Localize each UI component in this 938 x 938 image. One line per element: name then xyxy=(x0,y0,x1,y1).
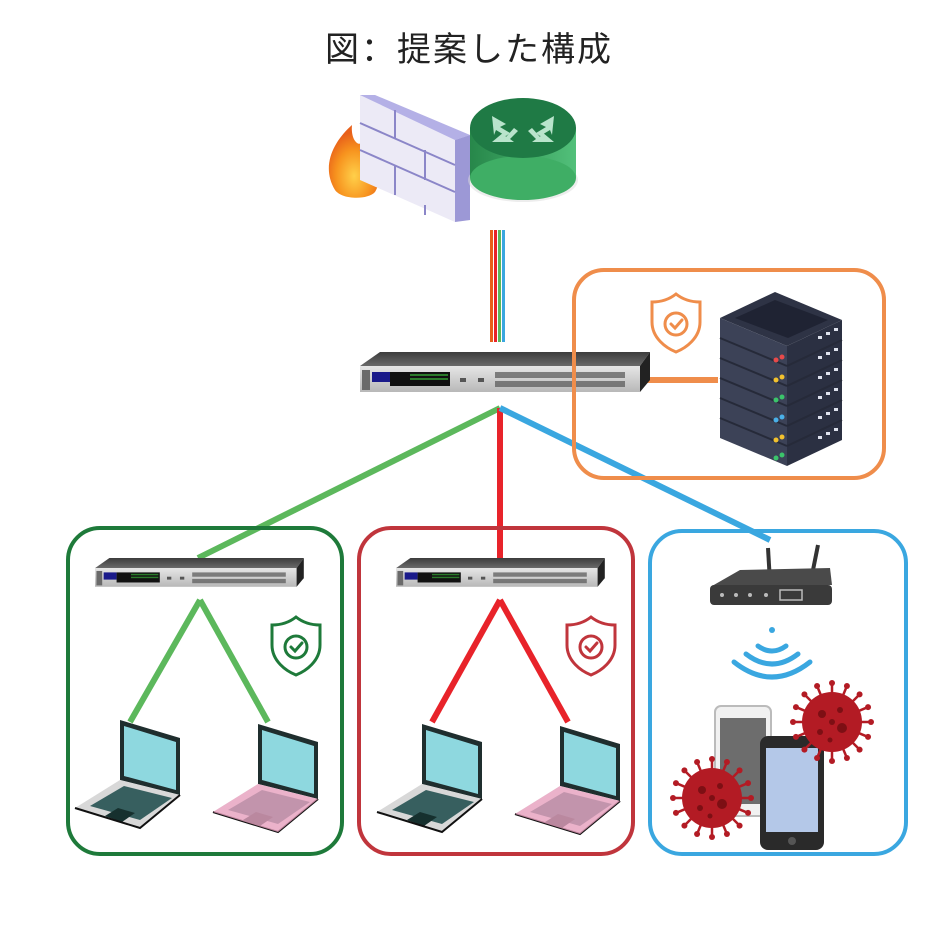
shield-check-icon xyxy=(270,615,322,677)
red-segment-frame xyxy=(357,526,635,856)
virus-spike-tip xyxy=(856,691,863,698)
virus-spike-tip xyxy=(856,746,863,753)
virus-spike-tip xyxy=(790,719,796,725)
red-switch-icon xyxy=(396,558,605,587)
laptop-gray-icon xyxy=(74,719,181,829)
green-segment xyxy=(66,526,344,856)
wireless-router-icon xyxy=(710,544,832,605)
virus-spike-tip xyxy=(745,809,752,816)
virus-spike-tip xyxy=(736,767,743,774)
virus-spike-tip xyxy=(672,780,679,787)
virus-spike-tip xyxy=(792,733,799,740)
firewall-icon xyxy=(328,95,470,222)
virus-spike-tip xyxy=(801,691,808,698)
virus-spike-tip xyxy=(681,767,688,774)
virus-spike-tip xyxy=(736,822,743,829)
virus-spike-tip xyxy=(801,746,808,753)
router-icon xyxy=(468,98,578,202)
virus-spike-tip xyxy=(723,831,730,838)
red-segment xyxy=(357,526,635,856)
core-switch-icon xyxy=(360,352,650,392)
virus-spike-tip xyxy=(814,755,821,762)
virus-spike-tip xyxy=(843,755,850,762)
wifi-signal-icon xyxy=(731,627,813,680)
wifi-segment xyxy=(648,529,908,856)
link-core-to-wifi-router xyxy=(498,405,772,543)
virus-spike-tip xyxy=(865,733,872,740)
virus-spike-tip xyxy=(709,834,715,840)
server-rack-icon xyxy=(719,292,843,466)
virus-spike-tip xyxy=(694,758,701,765)
virus-spike-tip xyxy=(829,680,835,686)
green-switch-icon xyxy=(95,558,304,587)
laptop-pink-icon xyxy=(514,725,621,835)
server-zone-frame xyxy=(572,268,886,480)
laptop-pink-base xyxy=(213,784,318,832)
virus-spike-tip xyxy=(792,704,799,711)
smartphone-icon xyxy=(760,736,824,850)
virus-spike-tip xyxy=(694,831,701,838)
virus-icon xyxy=(670,756,754,840)
virus-spike-tip xyxy=(843,682,850,689)
virus-spike-tip xyxy=(709,756,715,762)
virus-spike-tip xyxy=(672,809,679,816)
virus-icon xyxy=(790,680,874,764)
virus-spike-tip xyxy=(868,719,874,725)
virus-spike-tip xyxy=(829,758,835,764)
virus-spike-tip xyxy=(670,795,676,801)
shield-check-icon xyxy=(565,615,617,677)
virus-spike-tip xyxy=(814,682,821,689)
uplink-bundle xyxy=(490,230,505,342)
laptop-gray-icon xyxy=(376,723,483,833)
virus-spike-tip xyxy=(745,780,752,787)
green-segment-frame xyxy=(66,526,344,856)
link-core-to-green-switch xyxy=(196,405,502,561)
virus-spike-tip xyxy=(723,758,730,765)
diagram-title: 図：提案した構成 xyxy=(325,30,613,70)
laptop-pink-base xyxy=(515,786,620,834)
virus-spike-tip xyxy=(865,704,872,711)
shield-check-icon xyxy=(650,292,702,354)
virus-spike-tip xyxy=(748,795,754,801)
laptop-pink-icon xyxy=(212,723,319,833)
virus-spike-tip xyxy=(681,822,688,829)
wifi-segment-frame xyxy=(648,529,908,856)
